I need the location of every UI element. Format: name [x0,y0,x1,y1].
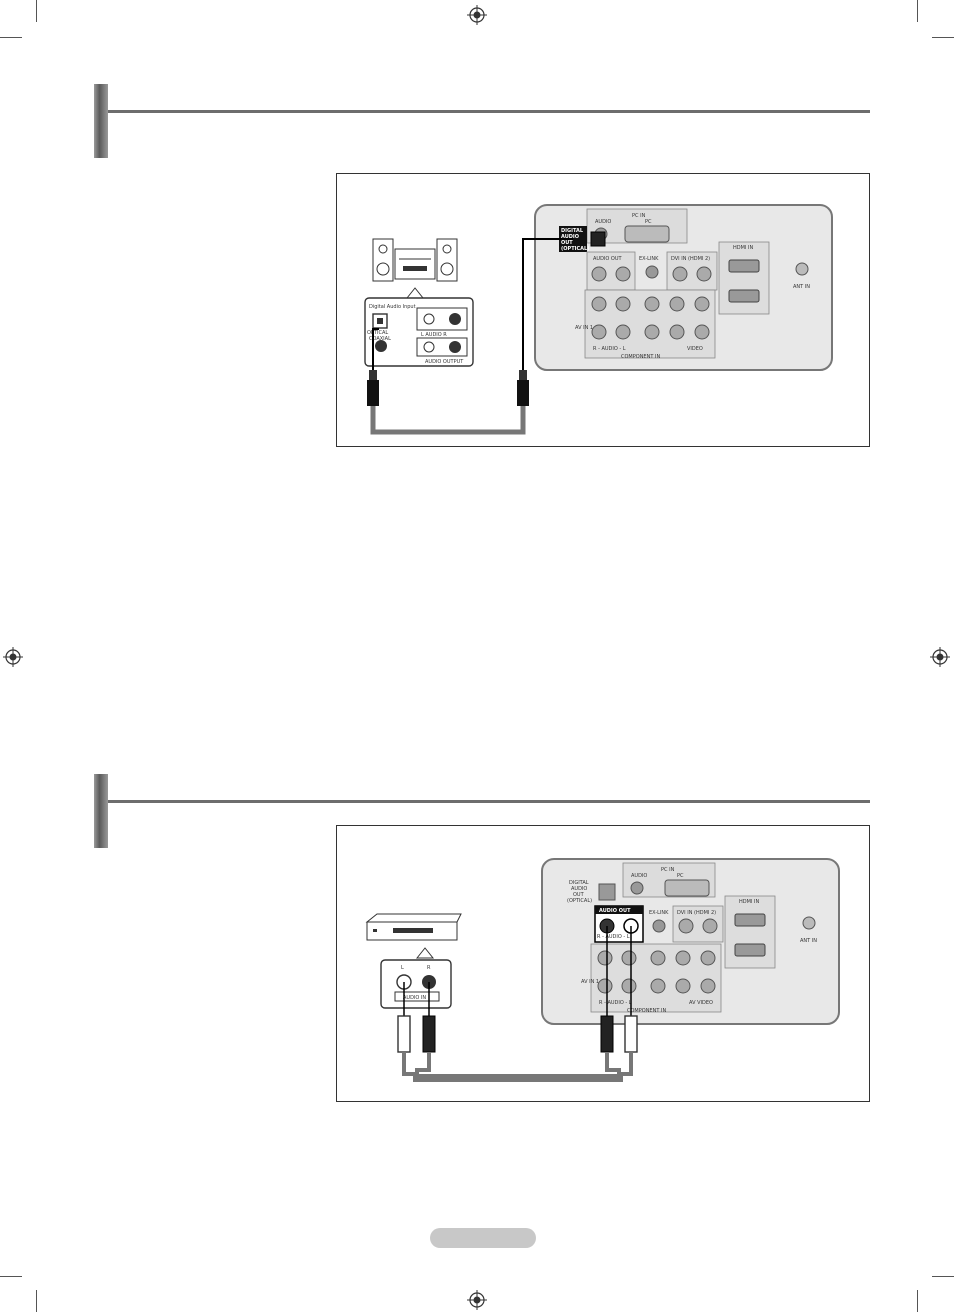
tv-rear-panel: PC IN AUDIO PC DIGITAL AUDIO OUT (OPTICA… [534,204,833,371]
connection-diagram: PC IN AUDIO PC DIGITAL AUDIO OUT (OPTICA… [365,858,840,1082]
arrow-up-icon [415,947,435,959]
r-label: R [427,965,431,971]
page-number-badge [430,1228,536,1248]
audio-out-label: AUDIO OUT [599,908,631,914]
coaxial-label: COAXIAL [369,336,391,342]
registration-mark-icon [467,1290,487,1310]
audio-r-l-label: R - AUDIO - L [597,934,630,940]
audio-system-icon [372,238,458,282]
av-in-label: AV IN 1 [575,325,593,331]
pc-label: PC [645,219,652,225]
pc-label: PC [677,873,684,879]
figure-digital-audio-connection: PC IN AUDIO PC DIGITAL AUDIO OUT (OPTICA… [336,173,870,447]
av-in-label: AV IN 1 [581,979,599,985]
section-1-bar [94,84,108,158]
video-label: VIDEO [687,346,703,352]
ant-in-label: ANT IN [800,938,817,944]
audio-output-label: AUDIO OUTPUT [425,359,464,365]
registration-mark-icon [467,5,487,25]
crop-mark [917,1290,918,1312]
connection-diagram: PC IN AUDIO PC DIGITAL AUDIO OUT (OPTICA… [364,204,833,435]
digital-audio-out-label: DIGITAL [569,880,589,886]
svg-text:AUDIO: AUDIO [561,234,579,240]
svg-text:AUDIO: AUDIO [571,886,587,892]
amplifier-icon [365,913,462,941]
crop-mark [36,0,37,22]
digital-audio-out-label: DIGITAL [561,228,584,234]
pc-in-label: PC IN [632,213,646,219]
amplifier-rear-panel: Digital Audio Input OPTICAL COAXIAL L AU… [364,297,474,367]
crop-mark [932,1276,954,1277]
optical-label: OPTICAL [367,330,388,336]
pc-in-label: PC IN [661,867,675,873]
audio-row-label: R - AUDIO - L [599,1000,632,1006]
dvi-in-label: DVI IN (HDMI 2) [671,256,710,262]
hdmi-in-label: HDMI IN [739,899,759,905]
audio-out-label: AUDIO OUT [593,256,623,262]
audio-row-label: R - AUDIO - L [593,346,626,352]
video-label: AV VIDEO [689,1000,713,1006]
ant-in-label: ANT IN [793,284,810,290]
audio-in-label: AUDIO IN [403,995,426,1001]
audio-label: AUDIO [631,873,647,879]
rca-cable [397,926,638,1082]
audio-label: AUDIO [595,219,611,225]
svg-text:(OPTICAL): (OPTICAL) [567,898,592,904]
optical-cable [367,238,573,435]
registration-mark-icon [930,647,950,667]
crop-mark [932,37,954,38]
crop-mark [0,1276,22,1277]
crop-mark [0,37,22,38]
figure-analog-audio-connection: PC IN AUDIO PC DIGITAL AUDIO OUT (OPTICA… [336,825,870,1102]
section-1-rule [108,110,870,113]
dvi-in-label: DVI IN (HDMI 2) [677,910,716,916]
component-in-label: COMPONENT IN [627,1008,666,1014]
ex-link-label: EX-LINK [639,256,659,262]
digital-audio-input-label: Digital Audio Input [369,304,416,310]
ex-link-label: EX-LINK [649,910,669,916]
audio-lr-label: L AUDIO R [421,332,447,338]
hdmi-in-label: HDMI IN [733,245,753,251]
tv-rear-panel: PC IN AUDIO PC DIGITAL AUDIO OUT (OPTICA… [541,858,840,1025]
registration-mark-icon [3,647,23,667]
svg-text:OUT: OUT [573,892,585,898]
section-2-rule [108,800,870,803]
section-2-bar [94,774,108,848]
svg-text:(OPTICAL): (OPTICAL) [561,246,589,252]
l-label: L [401,965,404,971]
crop-mark [917,0,918,22]
amplifier-rear-panel: L R AUDIO IN [380,959,452,1009]
svg-text:OUT: OUT [561,240,573,246]
crop-mark [36,1290,37,1312]
arrow-up-icon [405,287,425,299]
component-in-label: COMPONENT IN [621,354,660,360]
